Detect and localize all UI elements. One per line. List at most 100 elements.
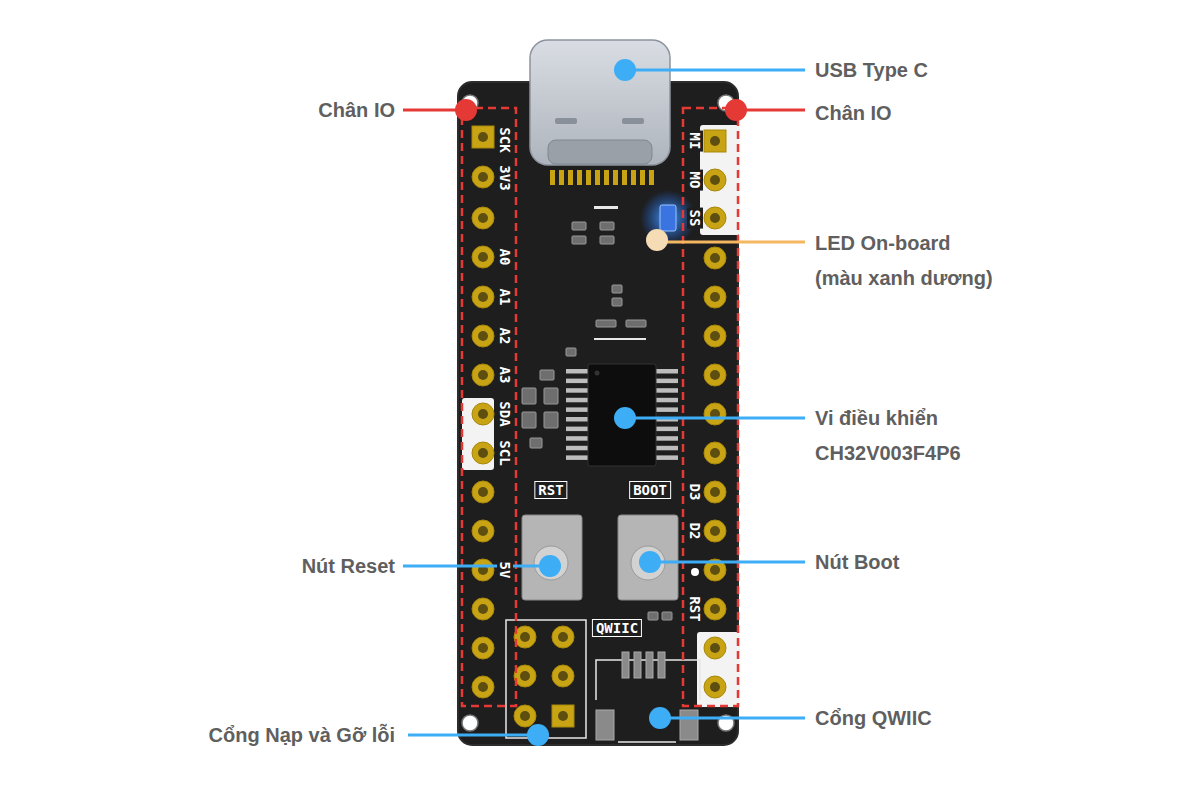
header-pad [472,364,494,386]
smd-part [544,388,558,404]
header-pad [704,637,726,659]
header-pad [472,403,494,425]
chip-pin [656,369,678,374]
debug-header-outline [506,620,586,738]
leader-dot [725,99,747,121]
smd-part [540,370,554,380]
header-pad [704,520,726,542]
pad-hole [558,711,568,721]
usb-pin [604,170,609,185]
part-callout: USB Type C [815,58,928,82]
leader-dot [539,555,561,577]
pad-hole [710,448,720,458]
header-pad [552,665,574,687]
silk-patch [462,398,494,470]
header-pad [552,626,574,648]
silk-patch [697,632,740,707]
usb-c-connector [530,40,670,165]
header-pad [472,676,494,698]
pin-label: A0 [497,247,513,268]
smd-part [572,236,586,244]
header-pad [704,247,726,269]
pad-hole [478,409,488,419]
section-callout: Chân IO [815,101,892,125]
pad-hole [710,370,720,380]
chip-pin [566,417,588,422]
io-region [462,108,516,706]
header-pad [704,286,726,308]
smd-part [522,412,536,428]
leader-line [625,417,805,420]
usb-pin [550,170,555,185]
chip-pin [566,407,588,412]
usb-pin [595,170,600,185]
leader-dot [527,724,549,746]
header-pad [472,598,494,620]
pad-hole [558,671,568,681]
pad-hole [710,526,720,536]
chip-pin [566,455,588,460]
leader-dot [614,59,636,81]
header-pad [472,481,494,503]
pin-label: 5V [497,560,513,581]
leader-line [408,734,538,737]
chip-pin [566,436,588,441]
part-callout: LED On-board (màu xanh dương) [815,226,994,296]
pad-hole [520,671,530,681]
smd-part [612,285,622,293]
chip-pin [566,446,588,451]
chip-pin [656,388,678,393]
pad-hole [710,136,720,146]
silk-patch [700,125,740,235]
header-pad [514,626,536,648]
pad-hole [710,292,720,302]
pin-label: MI [687,131,703,152]
leader-dot [649,707,671,729]
chip-pin [656,446,678,451]
header-pad [472,559,494,581]
pin-label: 3V3 [497,163,513,192]
pin-label: SS [687,208,703,229]
io-region [683,108,738,706]
chip-pin [656,455,678,460]
pad-hole [558,632,568,642]
leader-line [650,561,805,564]
part-callout: Vi điều khiển CH32V003F4P6 [815,401,938,471]
header-pad-square [704,130,726,152]
pad-hole [520,632,530,642]
pad-hole [478,331,488,341]
header-pad [472,286,494,308]
pad-hole [478,172,488,182]
chip-pin [566,427,588,432]
pad-hole [710,253,720,263]
pin1-marker [595,371,600,376]
blue-led [660,205,676,231]
leader-dot [455,99,477,121]
qwiic-pad [658,652,665,678]
usb-c-opening [548,140,652,164]
pad-hole [710,175,720,185]
reset-button-cap [534,546,568,580]
qwiic-pad [634,652,641,678]
part-callout: Nút Reset [302,554,395,578]
smd-part [612,298,622,306]
usb-pin [577,170,582,185]
header-pad [704,207,726,229]
chip-pin [656,427,678,432]
smd-part [530,438,542,448]
smd-part [566,348,576,356]
pcb-board [458,82,738,745]
pad-hole [710,213,720,223]
header-pad [704,169,726,191]
microcontroller-chip [588,364,656,466]
pin-label: SCL [497,438,513,467]
chip-pin [656,379,678,384]
qwiic-pad [646,652,653,678]
part-callout: Nút Boot [815,550,899,574]
pad-hole [478,132,488,142]
usb-pin [631,170,636,185]
pin-label: A2 [497,326,513,347]
pad-hole [710,487,720,497]
usb-pin [640,170,645,185]
